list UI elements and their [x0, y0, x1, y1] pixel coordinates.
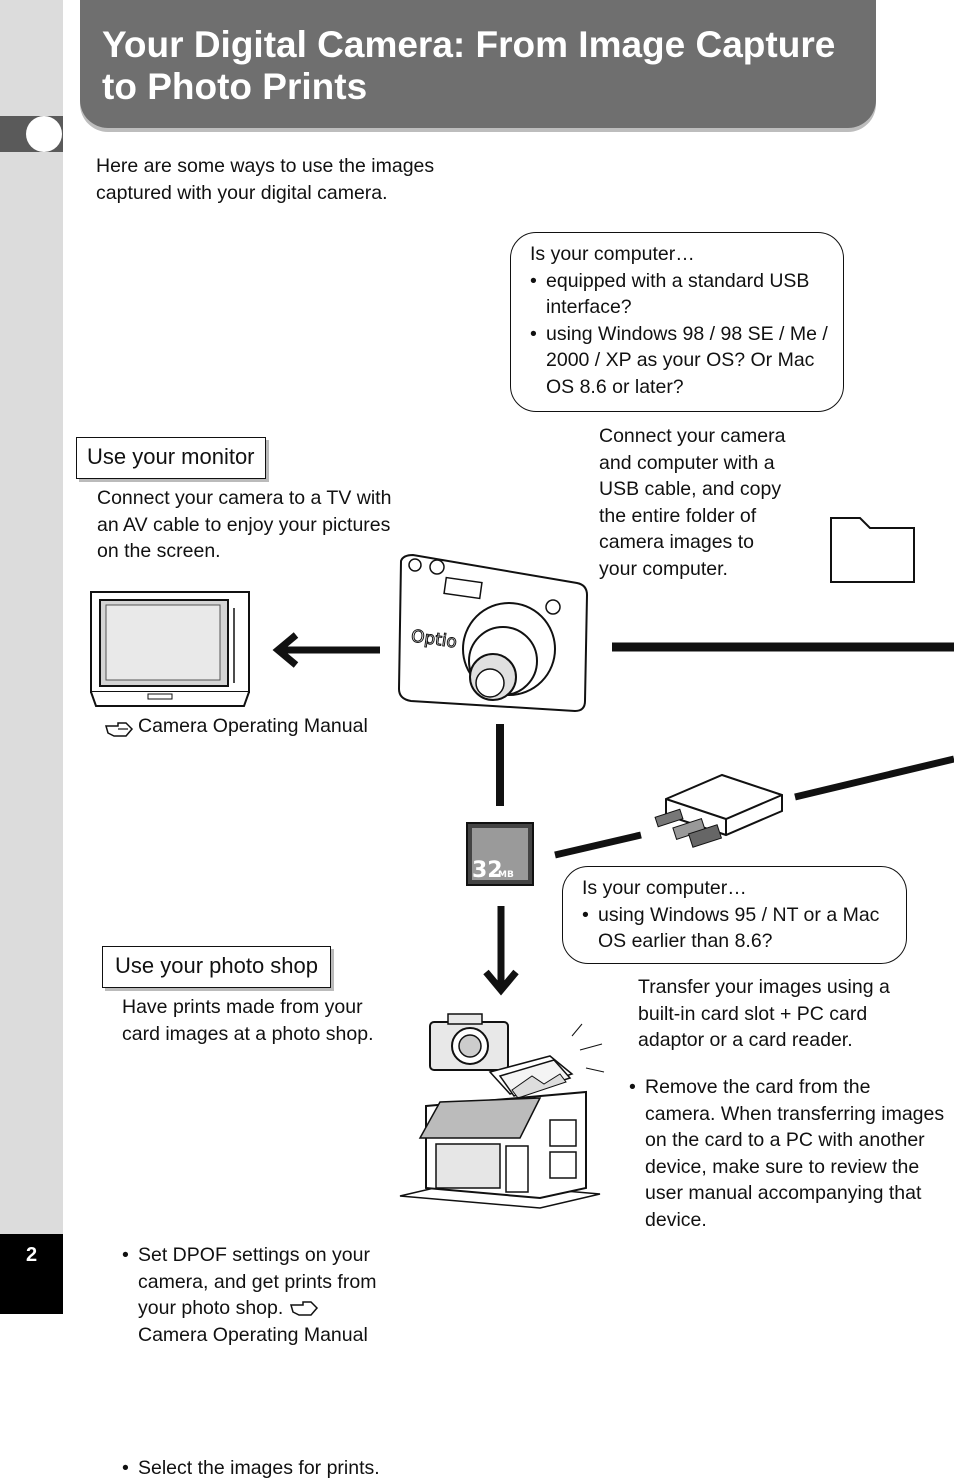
page-number-box — [0, 1234, 63, 1314]
usb-line: your computer. — [599, 557, 728, 580]
intro-line: captured with your digital camera. — [96, 181, 388, 204]
monitor-line: on the screen. — [97, 540, 221, 562]
bubble-item: using Windows 98 / 98 SE / Me / 2000 / X… — [530, 321, 829, 401]
bubble-heading: Is your computer… — [582, 877, 747, 899]
dpof-manual-ref: Camera Operating Manual — [138, 1323, 368, 1346]
bubble-heading: Is your computer… — [530, 243, 695, 265]
arrow-to-photo-shop — [483, 906, 519, 996]
photo-shop-bullet-select: Select the images for prints. — [122, 1455, 428, 1482]
monitor-line: Connect your camera to a TV with — [97, 487, 392, 509]
camera-to-card-line — [496, 724, 504, 806]
card-capacity: 32 — [472, 858, 503, 883]
pointing-hand-icon — [289, 1301, 318, 1316]
sidebar-strip — [0, 0, 63, 1314]
usb-line: USB cable, and copy — [599, 478, 782, 500]
use-monitor-label: Use your monitor — [76, 437, 266, 479]
title-banner — [80, 0, 876, 128]
card-unit: MB — [498, 870, 514, 880]
page-title-line-2: to Photo Prints — [102, 66, 368, 107]
intro-text: Here are some ways to use the images cap… — [96, 153, 496, 206]
dpof-text: Set DPOF settings on your camera, and ge… — [138, 1244, 377, 1319]
usb-cable-line — [612, 642, 954, 652]
usb-line: camera images to — [599, 531, 754, 553]
usb-line: the entire folder of — [599, 504, 757, 527]
usb-instructions: Connect your camera and computer with a … — [599, 423, 819, 582]
folder-icon — [830, 517, 915, 583]
monitor-instructions: Connect your camera to a TV with an AV c… — [97, 485, 437, 565]
card-transfer-line: built-in card slot + PC card — [638, 1002, 868, 1025]
pointing-hand-icon — [105, 722, 134, 737]
page-title: Your Digital Camera: From Image Capture … — [102, 24, 872, 108]
card-transfer-line: Transfer your images using a — [638, 976, 890, 998]
photo-shop-line: card images at a photo shop. — [122, 1022, 374, 1045]
photo-shop-instructions: Have prints made from your card images a… — [122, 994, 412, 1047]
card-computer-bubble: Is your computer… using Windows 95 / NT … — [562, 866, 907, 964]
card-transfer-line: adaptor or a card reader. — [638, 1029, 853, 1051]
intro-line: Here are some ways to use the images — [96, 155, 435, 177]
tv-illustration — [90, 591, 250, 707]
photo-shop-line: Have prints made from your — [122, 996, 363, 1018]
usb-line: Connect your camera — [599, 425, 786, 447]
photo-shop-bullet-dpof: Set DPOF settings on your camera, and ge… — [122, 1242, 418, 1348]
page-title-line-1: Your Digital Camera: From Image Capture — [102, 24, 836, 65]
usb-computer-bubble: Is your computer… equipped with a standa… — [510, 232, 844, 412]
use-photo-shop-label: Use your photo shop — [102, 946, 332, 988]
card-reader-illustration — [654, 773, 783, 848]
arrow-to-tv — [272, 632, 380, 668]
card-reader-cable-lines — [554, 755, 954, 859]
page-number: 2 — [25, 1244, 38, 1266]
photo-shop-illustration — [399, 1013, 605, 1209]
card-transfer-note: Remove the card from the camera. When tr… — [629, 1074, 945, 1233]
memory-card-illustration: 32 MB — [466, 822, 534, 886]
bubble-item: using Windows 95 / NT or a Mac OS earlie… — [582, 902, 902, 955]
bubble-item: equipped with a standard USB interface? — [530, 268, 829, 321]
monitor-line: an AV cable to enjoy your pictures — [97, 513, 391, 536]
usb-line: and computer with a — [599, 451, 775, 474]
monitor-manual-ref: Camera Operating Manual — [138, 715, 368, 737]
card-transfer-text: Transfer your images using a built-in ca… — [638, 974, 938, 1054]
camera-illustration: Optio — [397, 553, 589, 713]
chapter-tab-circle — [26, 116, 62, 152]
